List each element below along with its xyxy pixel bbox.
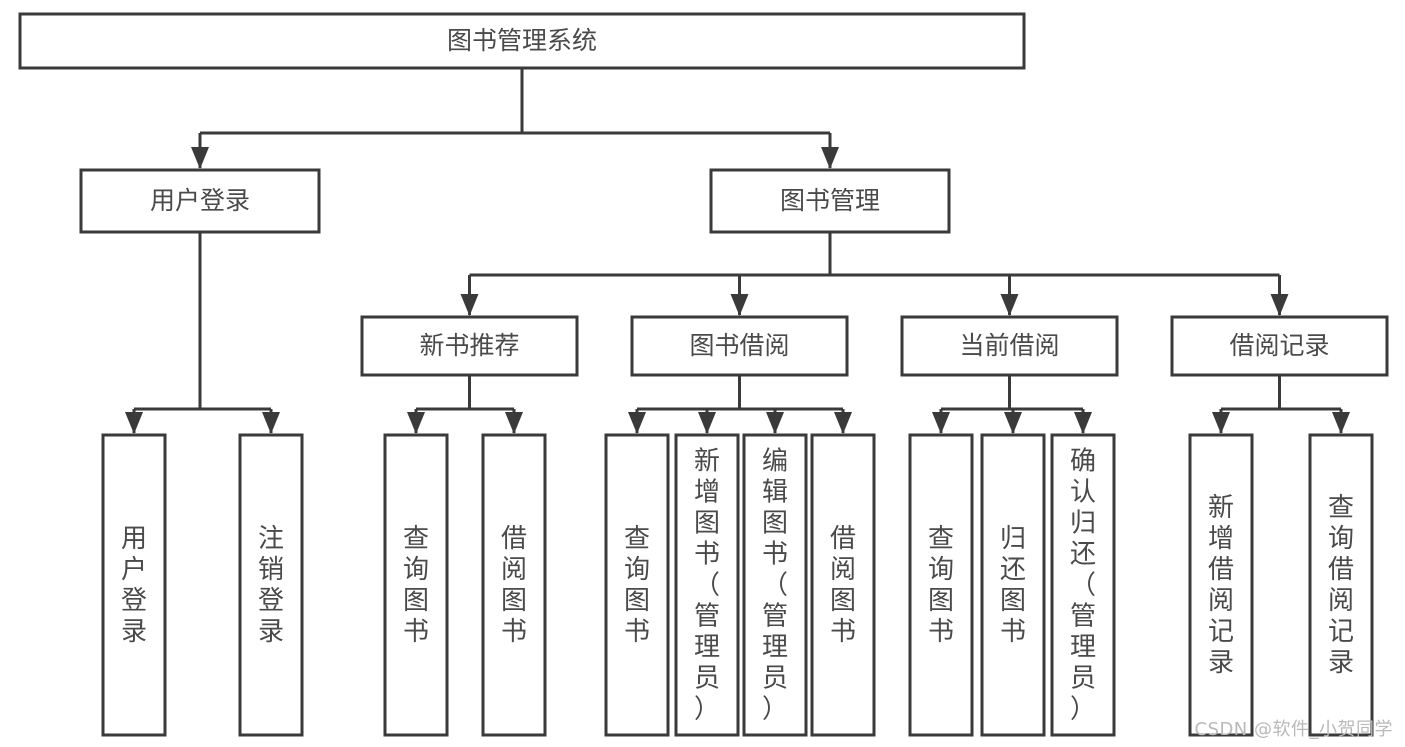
leaf-node-11[interactable]: 确认归还（管理员）: [1050, 433, 1116, 737]
root-node-book-management-system-label: 图书管理系统: [447, 26, 597, 55]
level3-node-2[interactable]: 图书借阅: [630, 315, 849, 377]
arrowhead-icon: [1004, 412, 1022, 434]
arrowhead-icon: [1212, 412, 1230, 434]
leaf-node-11-box[interactable]: [1050, 433, 1116, 737]
arrowhead-icon: [1270, 294, 1289, 316]
arrowhead-icon: [1332, 412, 1350, 434]
level3-node-3-label: 当前借阅: [959, 331, 1059, 360]
arrowhead-icon: [932, 412, 950, 434]
level2-node-2-box[interactable]: [709, 168, 951, 234]
leaf-node-3-box[interactable]: [383, 433, 449, 737]
csdn-watermark: CSDN @软件_小贺同学: [1194, 719, 1393, 740]
leaf-node-9-label: 查询图书: [928, 524, 954, 647]
leaf-node-13-label: 查询借阅记录: [1328, 493, 1354, 678]
leaf-node-5-label: 查询图书: [624, 524, 650, 647]
level2-node-2[interactable]: 图书管理: [709, 168, 951, 234]
leaf-node-4-label: 借阅图书: [501, 524, 527, 647]
leaf-node-9-box[interactable]: [908, 433, 974, 737]
leaf-node-12-label: 新增借阅记录: [1208, 493, 1234, 678]
leaf-node-12-box[interactable]: [1188, 433, 1254, 737]
level3-node-4-label: 借阅记录: [1229, 331, 1329, 360]
level2-node-1[interactable]: 用户登录: [79, 168, 321, 234]
arrowhead-icon: [1074, 412, 1092, 434]
level3-node-3-box[interactable]: [900, 315, 1119, 377]
leaf-node-7[interactable]: 编辑图书（管理员）: [742, 433, 808, 737]
leaf-node-3-label: 查询图书: [403, 524, 429, 647]
arrowhead-icon: [834, 412, 852, 434]
leaf-node-11-label: 确认归还（管理员）: [1070, 447, 1096, 725]
root-node-book-management-system[interactable]: 图书管理系统: [18, 12, 1026, 70]
arrowhead-icon: [698, 412, 716, 434]
level2-node-1-box[interactable]: [79, 168, 321, 234]
leaf-node-5-box[interactable]: [604, 433, 670, 737]
arrowhead-icon: [766, 412, 784, 434]
leaf-node-1[interactable]: 用户登录: [101, 433, 167, 737]
arrowhead-icon: [460, 294, 479, 316]
leaf-node-13[interactable]: 查询借阅记录: [1308, 433, 1374, 737]
level3-node-3[interactable]: 当前借阅: [900, 315, 1119, 377]
leaf-node-13-box[interactable]: [1308, 433, 1374, 737]
level3-node-2-box[interactable]: [630, 315, 849, 377]
leaf-node-6-box[interactable]: [674, 433, 740, 737]
leaf-node-3[interactable]: 查询图书: [383, 433, 449, 737]
arrowhead-icon: [191, 147, 209, 169]
leaf-node-8-label: 借阅图书: [830, 524, 856, 647]
level3-node-4-box[interactable]: [1170, 315, 1389, 377]
leaf-node-2-label: 注销登录: [258, 524, 284, 647]
level3-node-2-label: 图书借阅: [689, 331, 789, 360]
arrowhead-icon: [821, 147, 839, 169]
leaf-node-8-box[interactable]: [810, 433, 876, 737]
node-layer: 图书管理系统用户登录图书管理新书推荐图书借阅当前借阅借阅记录用户登录注销登录查询…: [18, 12, 1389, 737]
leaf-node-4[interactable]: 借阅图书: [481, 433, 547, 737]
level2-node-1-label: 用户登录: [150, 186, 250, 215]
leaf-node-4-box[interactable]: [481, 433, 547, 737]
level2-node-2-label: 图书管理: [780, 186, 880, 215]
leaf-node-10-box[interactable]: [980, 433, 1046, 737]
level3-node-1-box[interactable]: [360, 315, 579, 377]
leaf-node-6[interactable]: 新增图书（管理员）: [674, 433, 740, 737]
root-node-book-management-system-box[interactable]: [18, 12, 1026, 70]
arrowhead-icon: [125, 412, 143, 434]
leaf-node-1-label: 用户登录: [121, 524, 147, 647]
arrowhead-icon: [262, 412, 280, 434]
level3-node-1-label: 新书推荐: [419, 331, 519, 360]
leaf-node-10[interactable]: 归还图书: [980, 433, 1046, 737]
leaf-node-2-box[interactable]: [238, 433, 304, 737]
arrowhead-icon: [730, 294, 749, 316]
leaf-node-2[interactable]: 注销登录: [238, 433, 304, 737]
leaf-node-6-label: 新增图书（管理员）: [694, 447, 720, 725]
leaf-node-9[interactable]: 查询图书: [908, 433, 974, 737]
leaf-node-5[interactable]: 查询图书: [604, 433, 670, 737]
leaf-node-12[interactable]: 新增借阅记录: [1188, 433, 1254, 737]
level3-node-4[interactable]: 借阅记录: [1170, 315, 1389, 377]
arrowhead-icon: [1000, 294, 1019, 316]
leaf-node-10-label: 归还图书: [1000, 524, 1026, 647]
level3-node-1[interactable]: 新书推荐: [360, 315, 579, 377]
leaf-node-7-box[interactable]: [742, 433, 808, 737]
leaf-node-1-box[interactable]: [101, 433, 167, 737]
edge-layer: [125, 68, 1350, 434]
leaf-node-8[interactable]: 借阅图书: [810, 433, 876, 737]
leaf-node-7-label: 编辑图书（管理员）: [762, 447, 788, 725]
arrowhead-icon: [628, 412, 646, 434]
arrowhead-icon: [407, 412, 425, 434]
arrowhead-icon: [505, 412, 523, 434]
